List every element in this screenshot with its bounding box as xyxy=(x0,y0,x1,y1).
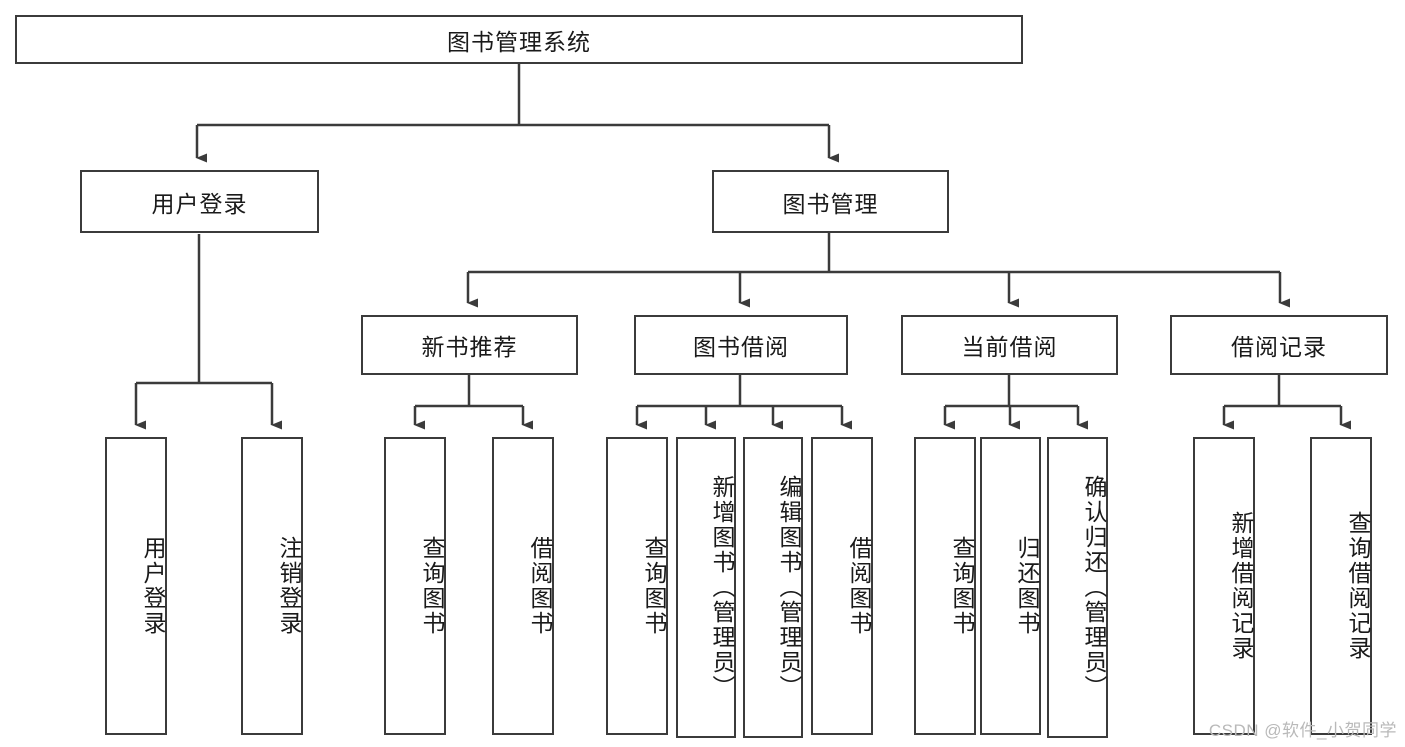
leaf-query-book-2-label: 查询图书 xyxy=(641,536,667,636)
node-user-login-label: 用户登录 xyxy=(151,190,248,217)
node-book-borrow[interactable]: 图书借阅 xyxy=(634,315,848,375)
leaf-confirm-return[interactable]: 确认归还（管理员） xyxy=(1047,437,1108,738)
watermark-text: CSDN @软件_小贺同学 xyxy=(1208,721,1397,740)
node-current-borrow[interactable]: 当前借阅 xyxy=(901,315,1118,375)
leaf-return-book-label: 归还图书 xyxy=(1014,536,1040,636)
leaf-edit-book[interactable]: 编辑图书（管理员） xyxy=(743,437,803,738)
leaf-add-book-label: 新增图书（管理员） xyxy=(709,475,735,700)
leaf-borrow-book-2[interactable]: 借阅图书 xyxy=(811,437,873,735)
leaf-confirm-return-label: 确认归还（管理员） xyxy=(1081,475,1107,700)
node-new-book-rec[interactable]: 新书推荐 xyxy=(361,315,578,375)
leaf-borrow-book-1[interactable]: 借阅图书 xyxy=(492,437,554,735)
leaf-query-book-1[interactable]: 查询图书 xyxy=(384,437,446,735)
leaf-query-book-3[interactable]: 查询图书 xyxy=(914,437,976,735)
node-book-manage-label: 图书管理 xyxy=(782,190,879,217)
leaf-edit-book-label: 编辑图书（管理员） xyxy=(776,475,802,700)
leaf-user-login-label: 用户登录 xyxy=(140,536,166,636)
leaf-query-book-1-label: 查询图书 xyxy=(419,536,445,636)
leaf-borrow-book-2-label: 借阅图书 xyxy=(846,536,872,636)
leaf-query-book-3-label: 查询图书 xyxy=(949,536,975,636)
node-root-label: 图书管理系统 xyxy=(447,28,591,55)
leaf-add-book[interactable]: 新增图书（管理员） xyxy=(676,437,736,738)
leaf-return-book[interactable]: 归还图书 xyxy=(980,437,1041,735)
leaf-logout-login[interactable]: 注销登录 xyxy=(241,437,303,735)
node-root[interactable]: 图书管理系统 xyxy=(15,15,1023,64)
node-current-borrow-label: 当前借阅 xyxy=(961,334,1058,360)
leaf-borrow-book-1-label: 借阅图书 xyxy=(527,536,553,636)
leaf-logout-login-label: 注销登录 xyxy=(276,536,302,636)
node-borrow-record[interactable]: 借阅记录 xyxy=(1170,315,1388,375)
leaf-user-login[interactable]: 用户登录 xyxy=(105,437,167,735)
leaf-add-record[interactable]: 新增借阅记录 xyxy=(1193,437,1255,735)
leaf-query-record[interactable]: 查询借阅记录 xyxy=(1310,437,1372,735)
leaf-add-record-label: 新增借阅记录 xyxy=(1228,511,1254,661)
node-book-borrow-label: 图书借阅 xyxy=(693,334,789,360)
leaf-query-record-label: 查询借阅记录 xyxy=(1345,511,1371,661)
node-new-book-rec-label: 新书推荐 xyxy=(421,334,518,360)
leaf-query-book-2[interactable]: 查询图书 xyxy=(606,437,668,735)
node-user-login[interactable]: 用户登录 xyxy=(80,170,319,233)
node-book-manage[interactable]: 图书管理 xyxy=(712,170,949,233)
node-borrow-record-label: 借阅记录 xyxy=(1231,334,1327,360)
